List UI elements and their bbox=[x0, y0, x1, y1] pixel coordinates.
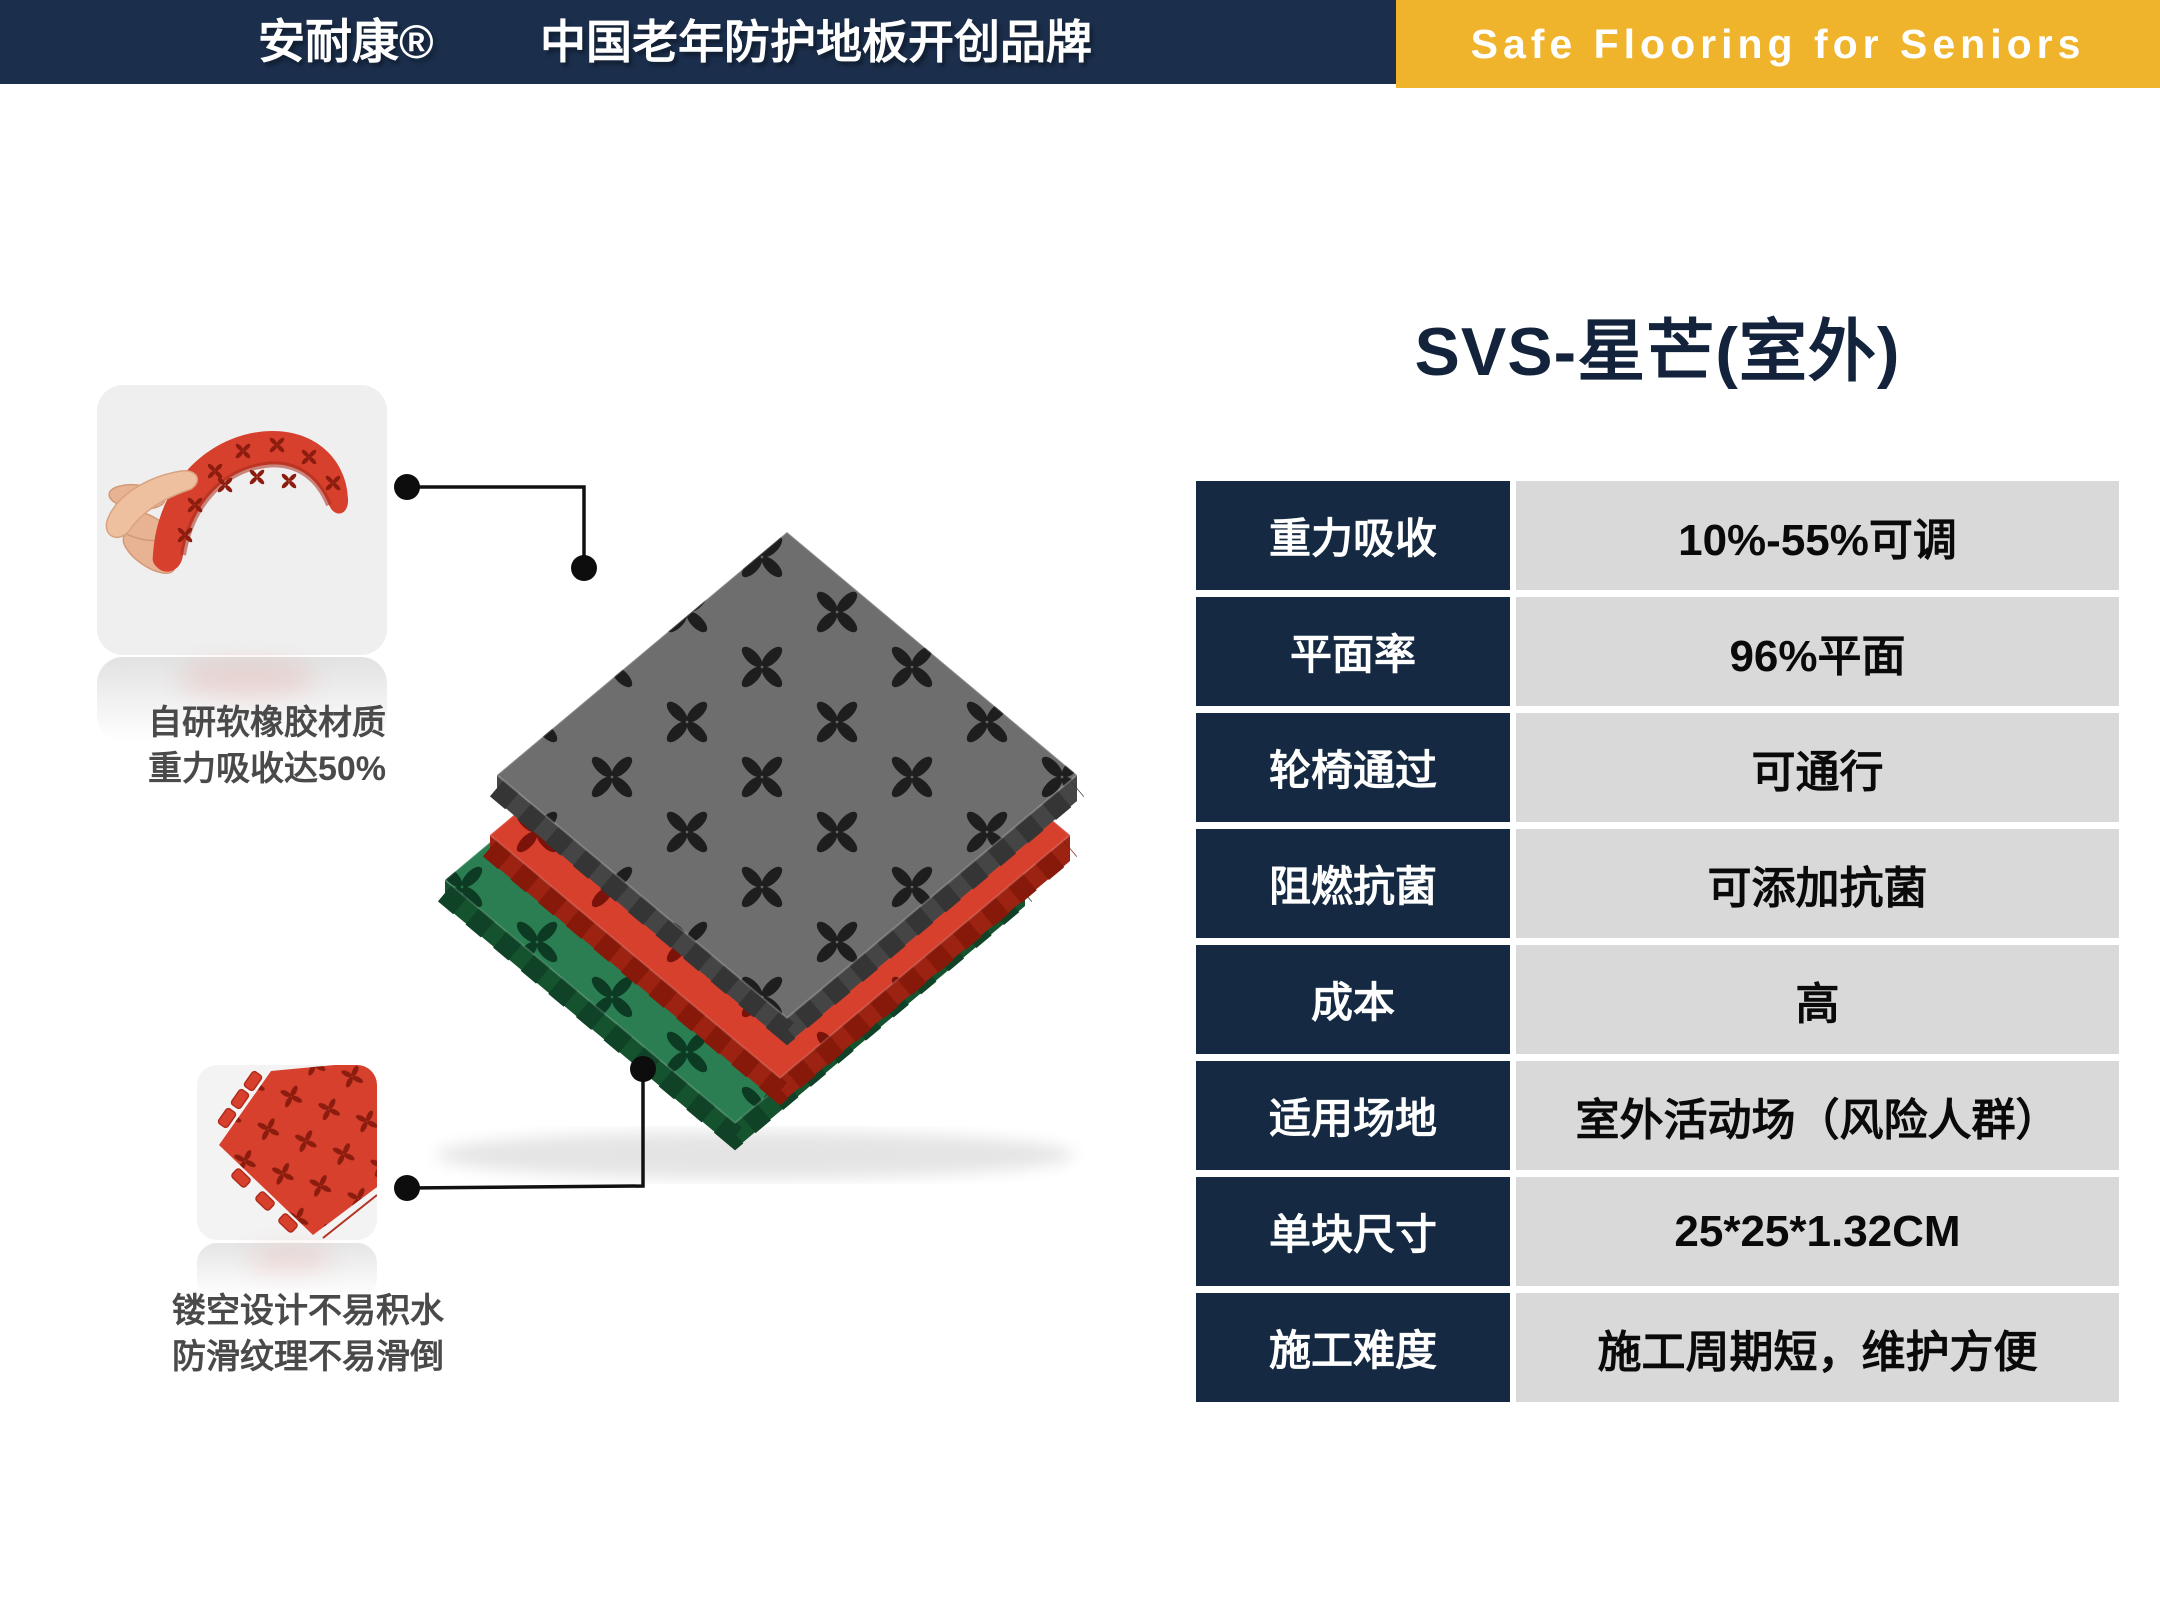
spec-label: 阻燃抗菌 bbox=[1196, 829, 1510, 938]
spec-label: 重力吸收 bbox=[1196, 481, 1510, 590]
spec-value: 可添加抗菌 bbox=[1516, 829, 2119, 938]
header-bar bbox=[0, 0, 1396, 84]
table-row: 适用场地 室外活动场（风险人群） bbox=[1196, 1061, 2119, 1170]
spec-label: 施工难度 bbox=[1196, 1293, 1510, 1402]
table-row: 阻燃抗菌 可添加抗菌 bbox=[1196, 829, 2119, 938]
tile-corner-image bbox=[217, 1065, 377, 1239]
table-row: 重力吸收 10%-55%可调 bbox=[1196, 481, 2119, 590]
english-banner: Safe Flooring for Seniors bbox=[1396, 0, 2160, 88]
flex-tile-photo-card bbox=[97, 385, 387, 655]
english-banner-text: Safe Flooring for Seniors bbox=[1470, 20, 2086, 67]
corner-tile-caption: 镂空设计不易积水 防滑纹理不易滑倒 bbox=[138, 1288, 478, 1380]
stacked-tiles-image bbox=[435, 530, 1085, 1179]
connector-dot bbox=[394, 474, 420, 500]
table-row: 轮椅通过 可通行 bbox=[1196, 713, 2119, 822]
table-row: 成本 高 bbox=[1196, 945, 2119, 1054]
stack-shadow bbox=[435, 1131, 1075, 1179]
table-row: 平面率 96%平面 bbox=[1196, 597, 2119, 706]
spec-value: 高 bbox=[1516, 945, 2119, 1054]
spec-value: 25*25*1.32CM bbox=[1516, 1177, 2119, 1286]
spec-value: 施工周期短，维护方便 bbox=[1516, 1293, 2119, 1402]
spec-label: 适用场地 bbox=[1196, 1061, 1510, 1170]
brand-name: 安耐康® bbox=[258, 15, 434, 68]
caption-line: 自研软橡胶材质 bbox=[148, 704, 386, 742]
table-row: 单块尺寸 25*25*1.32CM bbox=[1196, 1177, 2119, 1286]
hand-bending-tile-image bbox=[105, 431, 349, 574]
spec-value: 10%-55%可调 bbox=[1516, 481, 2119, 590]
spec-label: 成本 bbox=[1196, 945, 1510, 1054]
bent-red-tile bbox=[152, 431, 349, 572]
flex-tile-caption: 自研软橡胶材质 重力吸收达50% bbox=[97, 700, 437, 792]
tile-perforations bbox=[219, 1065, 377, 1235]
caption-line: 重力吸收达50% bbox=[147, 750, 387, 788]
connector-dot bbox=[394, 1175, 420, 1201]
spec-value: 96%平面 bbox=[1516, 597, 2119, 706]
spec-table: 重力吸收 10%-55%可调 平面率 96%平面 轮椅通过 可通行 阻燃抗菌 可… bbox=[1196, 481, 2119, 1402]
tile-gray bbox=[489, 530, 1085, 1046]
caption-line: 防滑纹理不易滑倒 bbox=[172, 1338, 444, 1376]
spec-label: 单块尺寸 bbox=[1196, 1177, 1510, 1286]
tile-under-edge bbox=[180, 461, 332, 556]
spec-label: 平面率 bbox=[1196, 597, 1510, 706]
spec-value: 室外活动场（风险人群） bbox=[1516, 1061, 2119, 1170]
caption-line: 镂空设计不易积水 bbox=[172, 1292, 444, 1330]
spec-value: 可通行 bbox=[1516, 713, 2119, 822]
tile-seam bbox=[322, 1194, 377, 1239]
spec-label: 轮椅通过 bbox=[1196, 713, 1510, 822]
edge-loops bbox=[217, 1070, 298, 1233]
brand-tagline: 中国老年防护地板开创品牌 bbox=[540, 16, 1092, 68]
tile-corner-photo-card bbox=[197, 1065, 377, 1240]
thumb bbox=[105, 470, 199, 539]
table-row: 施工难度 施工周期短，维护方便 bbox=[1196, 1293, 2119, 1402]
product-title: SVS-星芒(室外) bbox=[1414, 314, 1901, 390]
